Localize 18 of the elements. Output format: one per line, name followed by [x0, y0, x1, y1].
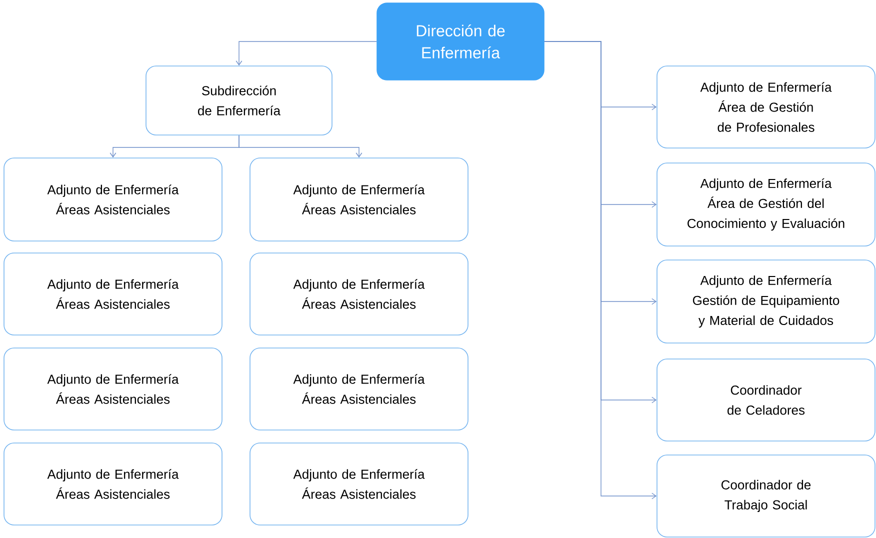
- position-box: Adjunto de Enfermería Áreas Asistenciales: [4, 252, 222, 336]
- position-box: Adjunto de Enfermería Áreas Asistenciales: [4, 442, 222, 526]
- connector-arrow: [544, 41, 657, 500]
- position-box: Adjunto de Enfermería Áreas Asistenciales: [4, 158, 222, 242]
- position-box: Adjunto de Enfermería Áreas Asistenciales: [250, 348, 468, 430]
- position-box: Adjunto de Enfermería Área de Gestión de Profesionales: [656, 66, 876, 148]
- director-box: Dirección de Enfermería: [376, 2, 544, 80]
- position-box: Coordinador de Trabajo Social: [656, 454, 876, 538]
- position-box: Adjunto de Enfermería Área de Gestión del Conocimiento y Evaluación: [656, 162, 876, 246]
- position-box: Adjunto de Enfermería Áreas Asistenciales: [4, 348, 222, 430]
- position-box: Adjunto de Enfermería Áreas Asistenciales: [250, 252, 468, 336]
- position-box: Adjunto de Enfermería Áreas Asistenciales: [250, 442, 468, 526]
- position-box: Coordinador de Celadores: [656, 358, 876, 442]
- position-box: Adjunto de Enfermería Áreas Asistenciales: [250, 158, 468, 242]
- connector-arrow: [238, 135, 362, 158]
- position-box: Subdirección de Enfermería: [146, 66, 332, 136]
- connector-arrow: [236, 41, 377, 66]
- position-box: Adjunto de Enfermería Gestión de Equipamiento y Material de Cuidados: [656, 260, 876, 344]
